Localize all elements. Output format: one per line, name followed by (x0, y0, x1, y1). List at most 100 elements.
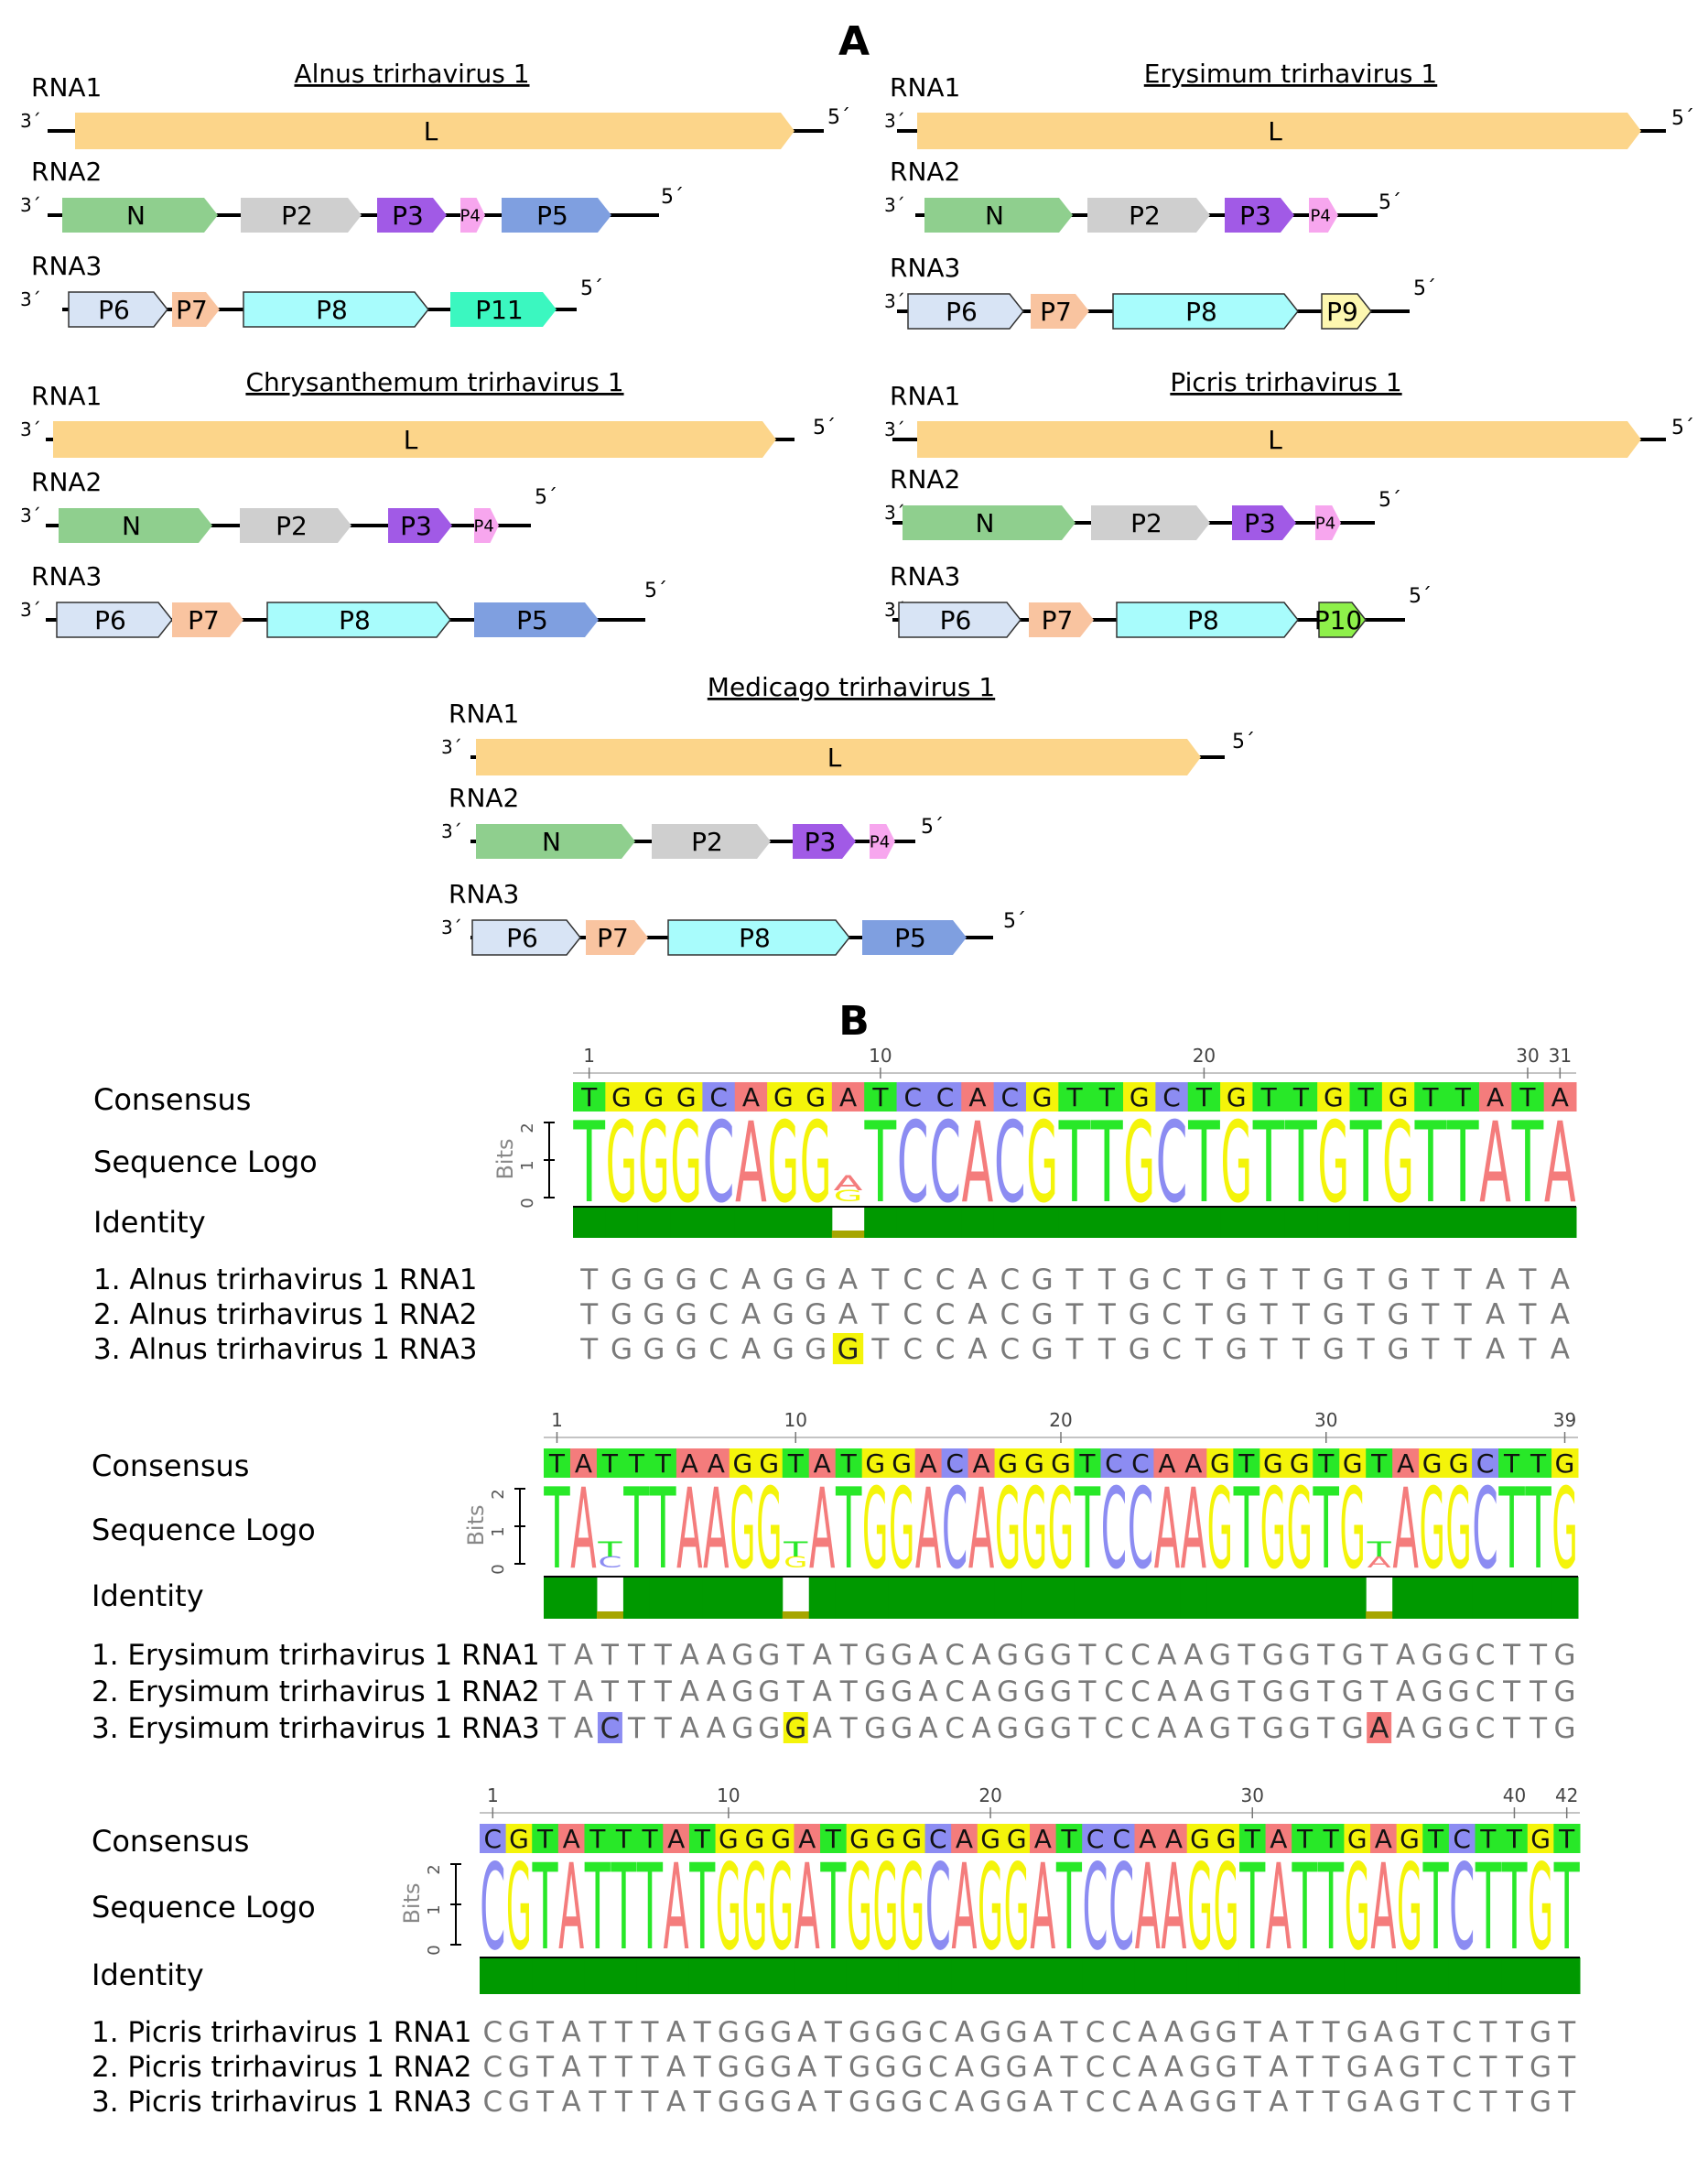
sequence-base: G (1422, 1712, 1443, 1745)
sequence-base: G (849, 2051, 870, 2084)
consensus-base: A (1397, 1448, 1414, 1479)
sequence-base: A (1164, 2016, 1184, 2049)
sequence-base: G (838, 1333, 859, 1366)
gene-p7-label: P7 (176, 295, 208, 325)
sequence-base: T (824, 2086, 843, 2119)
consensus-base: T (1454, 1082, 1472, 1112)
consensus-cell (1186, 1824, 1214, 1853)
consensus-cell (1265, 1824, 1292, 1853)
sequence-base: G (979, 2086, 1001, 2119)
identity-bar (1153, 1577, 1181, 1619)
sequence-base: G (758, 1639, 780, 1672)
consensus-base: A (708, 1448, 725, 1479)
sequence-base: T (627, 1639, 646, 1672)
gene-p3-label: P3 (805, 827, 837, 857)
ruler-tick-label: 10 (784, 1409, 807, 1431)
identity-bar (799, 1207, 833, 1238)
sequence-base: G (849, 2016, 870, 2049)
identity-bar (1220, 1207, 1253, 1238)
bits-tick-label: 2 (425, 1864, 444, 1874)
consensus-base: T (615, 1824, 632, 1854)
gene-p11-label: P11 (475, 295, 524, 325)
identity-bar (569, 1577, 598, 1619)
identity-bar (1422, 1957, 1450, 1994)
segment-label: RNA1 (890, 72, 960, 103)
identity-bar (676, 1577, 704, 1619)
sequence-base: G (773, 1298, 795, 1331)
logo-letter: T (1501, 1838, 1528, 1977)
consensus-base: C (1105, 1448, 1123, 1479)
end-5-label: 5´ (1003, 910, 1026, 933)
gene-p6-label: P6 (98, 295, 130, 325)
sequence-base: G (1129, 1263, 1151, 1296)
logo-letter: T (1318, 1838, 1345, 1977)
bits-tick-label: 2 (489, 1489, 508, 1499)
identity-bar (688, 1957, 717, 1994)
gene-l-box (53, 421, 776, 458)
sequence-base: G (758, 1675, 780, 1708)
identity-bar (1082, 1957, 1109, 1994)
gene-p6-box (898, 602, 1022, 638)
sequence-base: T (1065, 1298, 1085, 1331)
ruler-tick-label: 31 (1549, 1045, 1572, 1067)
sequence-base: T (1295, 2086, 1314, 2119)
sequence-base: T (1357, 1263, 1376, 1296)
logo-letter: C (925, 1838, 951, 1977)
sequence-base: T (1059, 2051, 1078, 2084)
sequence-base: T (547, 1675, 567, 1708)
consensus-cell (896, 1082, 930, 1112)
consensus-cell (622, 1448, 651, 1478)
consensus-cell (676, 1448, 704, 1478)
consensus-cell (1366, 1448, 1393, 1478)
gene-p6-label: P6 (506, 923, 538, 953)
consensus-cell (1021, 1448, 1049, 1478)
consensus-base: T (1098, 1082, 1116, 1112)
sequence-base: A (1164, 2051, 1184, 2084)
logo-letter: C (1101, 1464, 1127, 1594)
sequence-base: A (666, 2016, 686, 2049)
sequence-base: T (693, 2051, 712, 2084)
consensus-cell (637, 1082, 671, 1112)
logo-letter: T (836, 1464, 862, 1594)
sequence-base: T (1259, 1298, 1279, 1331)
identity-bar (861, 1577, 890, 1619)
consensus-base: A (1270, 1824, 1287, 1854)
sequence-base: A (1374, 2016, 1393, 2049)
sequence-base: C (1086, 2086, 1106, 2119)
sequence-base: G (1342, 1712, 1364, 1745)
sequence-base: C (1000, 1333, 1020, 1366)
segment-label: RNA2 (31, 467, 102, 497)
sequence-base: T (1518, 1263, 1537, 1296)
sequence-base: G (864, 1639, 886, 1672)
consensus-cell (611, 1824, 638, 1853)
logo-letter: C (1128, 1464, 1153, 1594)
sequence-base: G (758, 1712, 780, 1745)
sequence-label: 2. Erysimum trirhavirus 1 RNA2 (92, 1675, 540, 1708)
virus-title: Erysimum trirhavirus 1 (1144, 59, 1437, 89)
logo-row-label: Sequence Logo (92, 1513, 316, 1547)
sequence-base: T (1243, 2016, 1262, 2049)
sequence-base: T (1195, 1263, 1214, 1296)
consensus-base: G (1400, 1824, 1420, 1854)
sequence-base: C (935, 1298, 956, 1331)
sequence-base: A (955, 2086, 974, 2119)
consensus-cell (734, 1082, 768, 1112)
sequence-base: G (1388, 1298, 1410, 1331)
sequence-base: A (838, 1263, 858, 1296)
sequence-base: G (743, 2086, 765, 2119)
sequence-base: G (1342, 1675, 1364, 1708)
consensus-base: G (1347, 1824, 1367, 1854)
sequence-base: T (1316, 1639, 1335, 1672)
logo-letter: T (1074, 1464, 1100, 1594)
sequence-base: G (1006, 2086, 1028, 2119)
sequence-base: T (614, 2016, 633, 2049)
consensus-base: T (1506, 1824, 1523, 1854)
logo-letter: G (1187, 1838, 1213, 1977)
sequence-base: T (1097, 1263, 1117, 1296)
consensus-cell (1313, 1448, 1340, 1478)
sequence-base: G (1262, 1712, 1284, 1745)
sequence-base: T (1295, 2016, 1314, 2049)
